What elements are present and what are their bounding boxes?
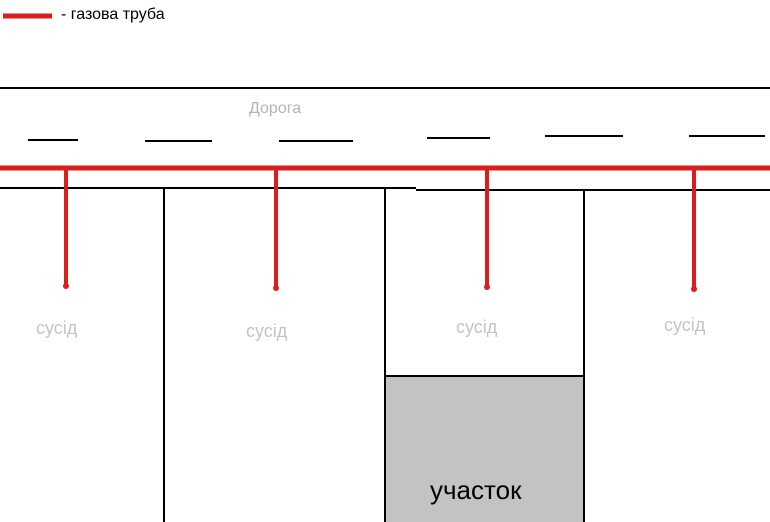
gas-branches [64,166,696,288]
neighbor-label-2: сусід [246,321,288,341]
legend-label: - газова труба [61,6,165,23]
neighbor-label-3: сусід [456,317,498,337]
gas-branch-endpoint [63,283,69,289]
neighbor-label-1: сусід [36,318,78,338]
plot-area [386,376,583,522]
road-center-dashes [28,135,765,142]
plot-label: участок [430,475,522,505]
gas-branch-endpoint [484,284,490,290]
road-label: Дорога [249,100,302,117]
neighbor-label-4: сусід [664,315,706,335]
gas-branch-endpoint [273,285,279,291]
gas-branch-endpoints [63,283,697,292]
gas-branch-endpoint [691,286,697,292]
